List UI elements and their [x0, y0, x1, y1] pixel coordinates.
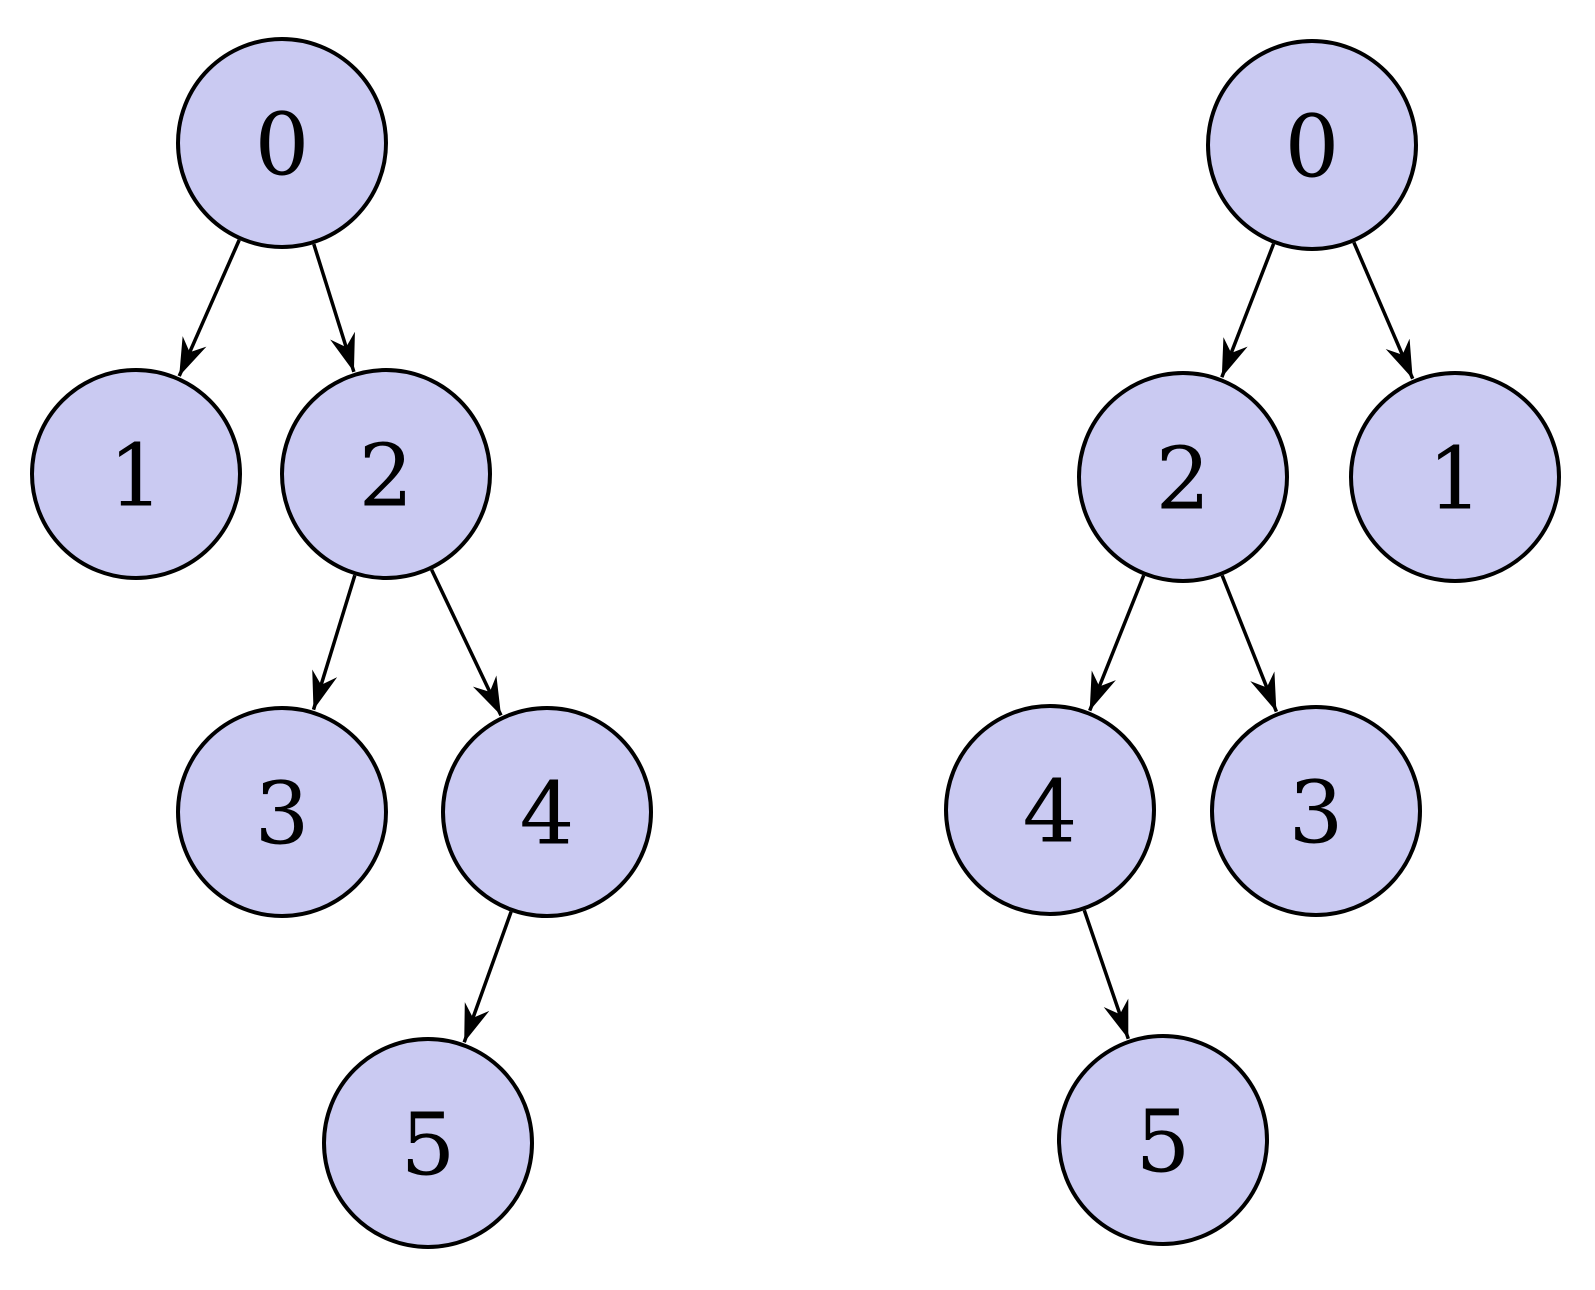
tree-node-label: 4: [1023, 763, 1078, 863]
tree-node-label: 0: [1285, 98, 1340, 198]
tree-edge-0-2: [312, 243, 356, 373]
tree-node-circle: [1349, 371, 1561, 583]
tree-node-5: 5: [322, 1037, 534, 1249]
tree-node-label: 3: [1289, 764, 1344, 864]
tree-node-2: 2: [1077, 371, 1289, 583]
tree-node-circle: [944, 704, 1156, 916]
tree-node-circle: [1077, 371, 1289, 583]
tree-node-circle: [1210, 705, 1422, 917]
tree-node-label: 0: [255, 96, 310, 196]
tree-node-0: 0: [176, 37, 388, 249]
tree-node-circle: [322, 1037, 534, 1249]
tree-node-circle: [176, 37, 388, 249]
tree-node-4: 4: [441, 706, 653, 918]
tree-edge-2-4: [430, 568, 503, 717]
tree-edge-0-1: [1352, 241, 1415, 380]
tree-node-circle: [441, 706, 653, 918]
tree-node-circle: [280, 368, 492, 580]
tree-node-label: 2: [359, 427, 414, 527]
tree-node-label: 5: [401, 1096, 456, 1196]
left-tree: 0 1 2 3 4 5: [30, 37, 653, 1249]
tree-edge-2-4: [1088, 574, 1146, 712]
tree-edge-4-5: [462, 911, 513, 1043]
tree-node-circle: [1206, 39, 1418, 251]
tree-node-label: 4: [520, 765, 575, 865]
tree-node-2: 2: [280, 368, 492, 580]
right-tree: 0 2 1 4 3 5: [944, 39, 1561, 1246]
tree-edge-2-3: [1220, 574, 1279, 713]
tree-node-circle: [30, 368, 242, 580]
tree-node-1: 1: [1349, 371, 1561, 583]
tree-edge-2-3: [311, 574, 357, 711]
tree-edge-0-1: [177, 239, 241, 377]
tree-edge-4-5: [1082, 909, 1130, 1040]
tree-node-label: 2: [1156, 430, 1211, 530]
tree-node-label: 1: [109, 427, 164, 527]
tree-node-0: 0: [1206, 39, 1418, 251]
tree-node-circle: [176, 706, 388, 918]
tree-node-1: 1: [30, 368, 242, 580]
tree-node-label: 1: [1428, 430, 1483, 530]
tree-node-label: 3: [255, 765, 310, 865]
tree-node-4: 4: [944, 704, 1156, 916]
tree-node-3: 3: [1210, 705, 1422, 917]
tree-node-5: 5: [1057, 1034, 1269, 1246]
tree-edge-0-2: [1220, 243, 1276, 378]
tree-node-3: 3: [176, 706, 388, 918]
tree-node-label: 5: [1136, 1093, 1191, 1193]
tree-node-circle: [1057, 1034, 1269, 1246]
